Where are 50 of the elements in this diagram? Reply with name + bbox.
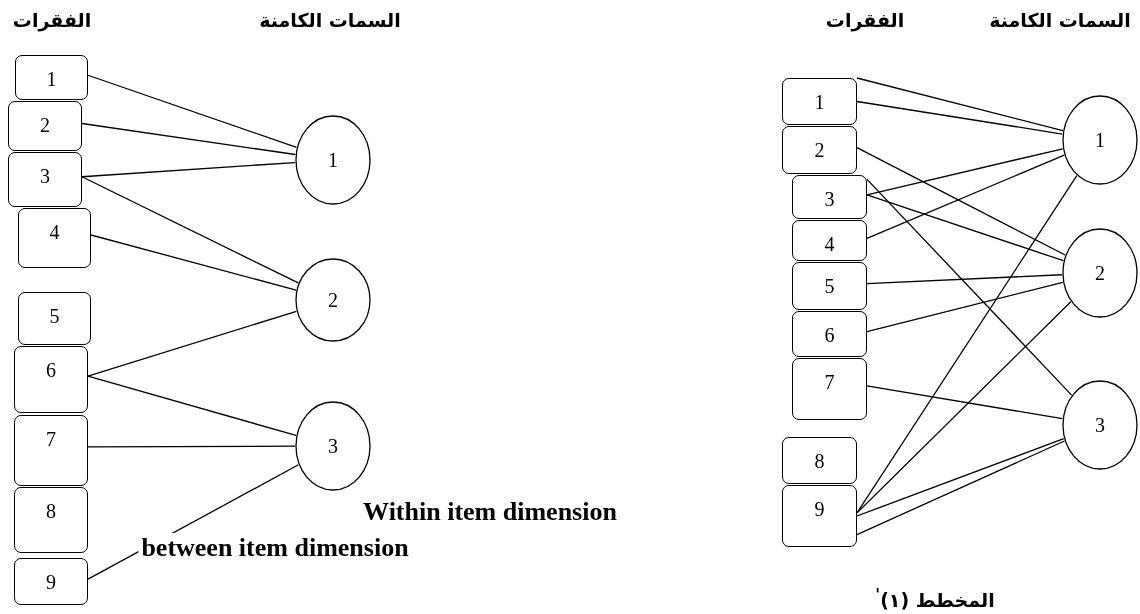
connector-line	[90, 234, 297, 291]
connector-line	[866, 274, 1063, 285]
connector-line	[856, 437, 1065, 517]
item-box: 9	[782, 485, 857, 547]
connector-line	[856, 77, 1064, 132]
item-box: 1	[15, 55, 88, 100]
item-box: 7	[792, 358, 867, 420]
item-box: 2	[782, 126, 857, 174]
connector-line	[87, 375, 297, 437]
column-heading: الفقرات	[825, 9, 905, 31]
connector-line	[856, 146, 1066, 256]
connector-line	[856, 100, 1063, 135]
connector-line	[856, 440, 1066, 536]
connector-line	[81, 122, 296, 156]
connector-line	[866, 148, 1064, 196]
caption: المخطط (١)$^{'}$	[875, 584, 995, 612]
item-box: 8	[14, 487, 88, 553]
trait-circle: 3	[295, 401, 371, 491]
connector-line	[866, 385, 1064, 420]
connector-line	[866, 178, 1073, 396]
trait-circle: 1	[1062, 95, 1138, 185]
connector-line	[81, 161, 296, 178]
item-box: 9	[14, 558, 88, 605]
column-heading: الفقرات	[12, 9, 92, 31]
trait-circle: 1	[295, 115, 371, 205]
connector-line	[81, 176, 299, 284]
item-box: 8	[782, 437, 857, 484]
item-box: 6	[14, 346, 88, 413]
item-box: 2	[8, 101, 82, 151]
item-box: 3	[8, 152, 82, 207]
trait-circle: 2	[1062, 228, 1138, 318]
item-box: 4	[18, 208, 91, 268]
item-box: 3	[792, 175, 867, 219]
item-box: 1	[782, 78, 857, 125]
connector-line	[87, 310, 298, 377]
connector-line	[866, 154, 1065, 240]
connector-line	[866, 281, 1064, 333]
connector-line	[87, 445, 296, 448]
item-box: 5	[792, 262, 867, 310]
connector-line	[87, 74, 298, 149]
trait-circle: 2	[295, 258, 371, 342]
column-heading: السمات الكامنة	[989, 9, 1131, 31]
column-heading: السمات الكامنة	[259, 9, 401, 31]
item-box: 4	[792, 220, 867, 261]
trait-circle: 3	[1062, 380, 1138, 470]
item-box: 5	[18, 292, 91, 345]
item-box: 6	[792, 311, 867, 357]
connector-line	[866, 194, 1065, 262]
item-box: 7	[14, 415, 88, 486]
connector-line	[856, 301, 1072, 514]
